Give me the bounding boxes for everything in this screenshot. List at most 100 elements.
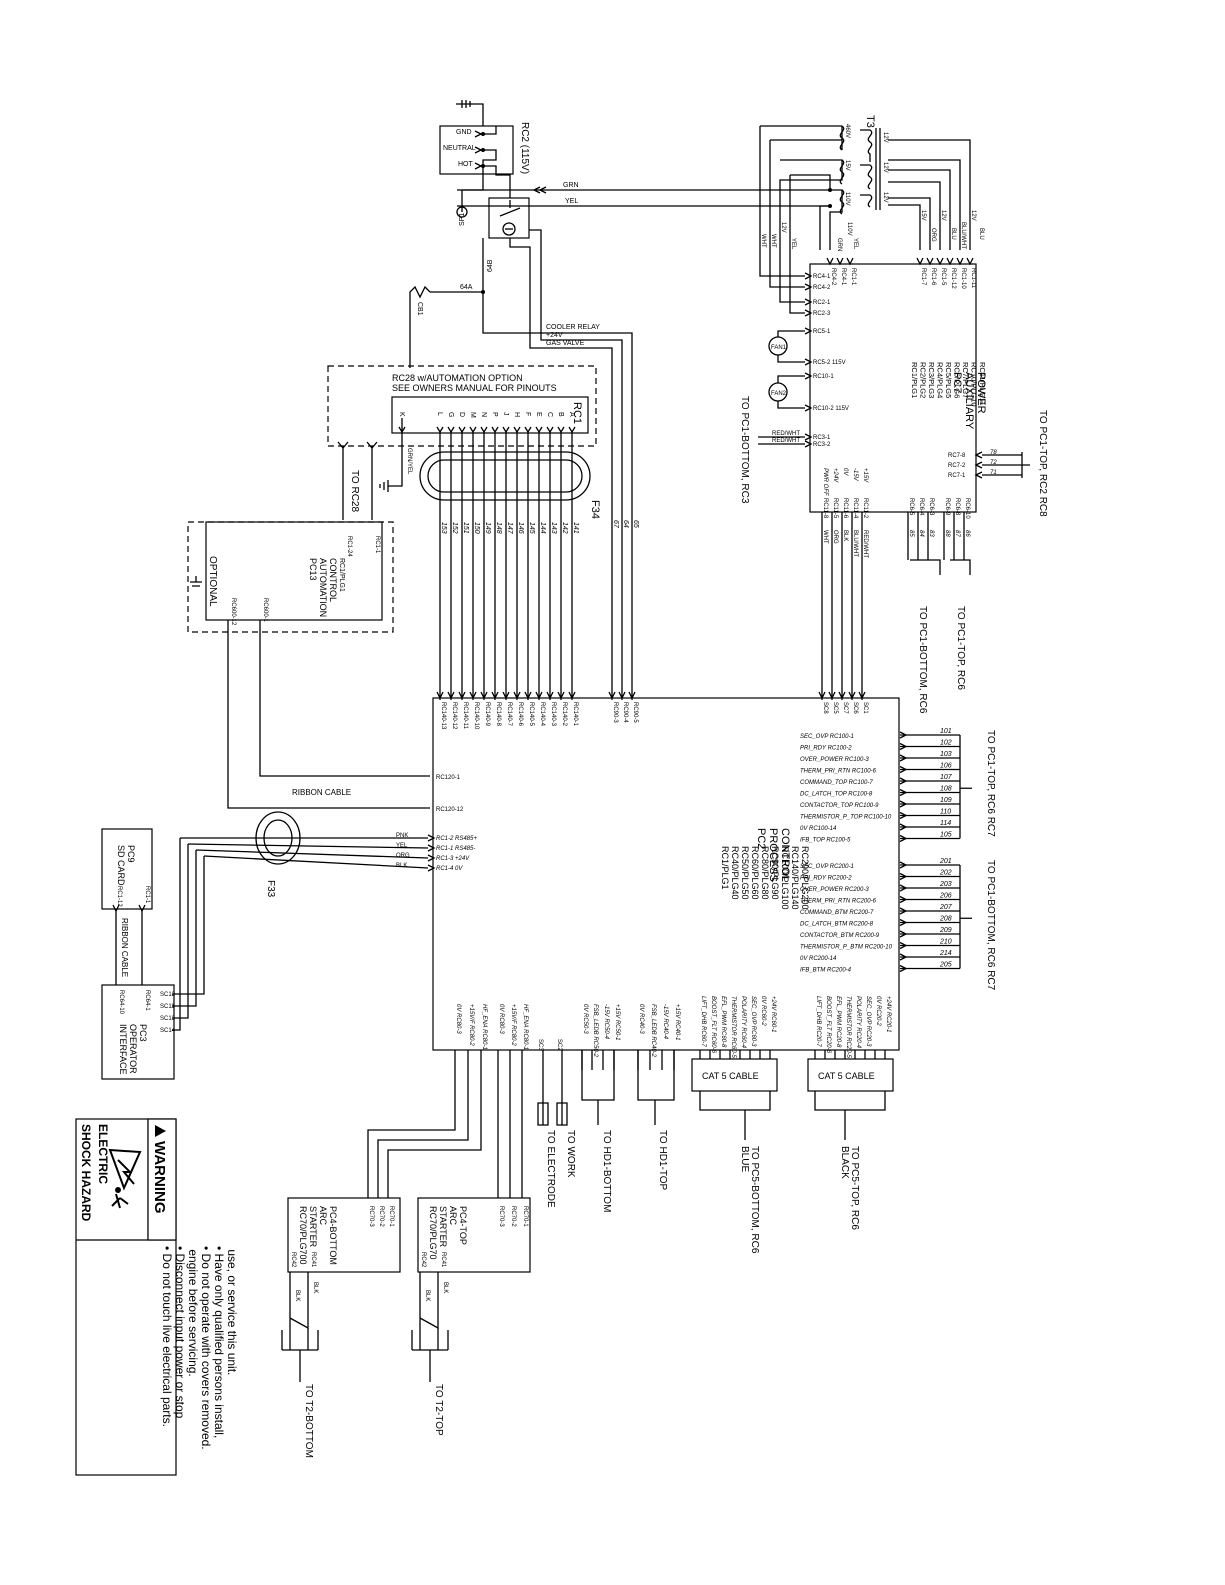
pc2-plug: RC200/PLG200	[800, 846, 810, 910]
pc2-bottom-pin: 0V RC60-2	[760, 996, 766, 1026]
pc7-bottom-pin: RC11-8	[822, 498, 828, 519]
pc3-operator-interface: PC3 OPERATOR INTERFACE RC64-10 RC64-1 SC…	[101, 984, 176, 1080]
wire-number: 152	[451, 522, 458, 534]
gas-valve-label: GAS VALVE	[546, 340, 585, 347]
pc7-plug: RC6/PLG6	[953, 362, 962, 398]
warning-label: WARNING ELECTRIC SHOCK HAZARD • Do not t…	[75, 1118, 239, 1476]
pc7-left-pin: RC3-2	[813, 442, 831, 448]
rc28-pin: E	[535, 412, 542, 417]
power-input: RC2 (115V) GND NEUTRAL HOT GRN YEL SP1 6…	[409, 100, 830, 700]
pc2-top-pin: RC140-5	[528, 702, 534, 727]
signal-label: IFB_TOP RC100-5	[800, 838, 851, 844]
pc7-bottom-signal: -15V	[852, 468, 858, 482]
rc28-pin: B	[557, 412, 564, 417]
pc7-bottom-wire: RED/WHT	[862, 530, 868, 558]
cat5-cable-left	[691, 1058, 778, 1092]
wire-number: 214	[939, 950, 952, 957]
pc4t-line2: STARTER	[438, 1206, 448, 1248]
w64b-label: 64B	[487, 259, 494, 272]
pc2-bottom-pin: EFL_PWM RC60-8	[720, 996, 726, 1048]
pc7-bottom-pin: RC6-3	[928, 498, 934, 516]
wire-number: 83	[928, 530, 934, 537]
bottom-connections: CAT 5 CABLE CAT 5 CABLE TO PC5-BOTTOM, R…	[367, 996, 894, 1254]
pin-arrow	[804, 440, 813, 448]
pc4b-wire: BLK	[294, 1290, 300, 1301]
signal-label: CONTACTOR_TOP RC100-9	[800, 803, 879, 809]
pin-arrow	[804, 309, 813, 317]
wire-number: 71	[990, 470, 997, 476]
pc2-top-pin: RC140-6	[517, 702, 523, 727]
pc7-left-pin: RC5-1	[813, 329, 831, 335]
pc7-plug: RC5/PLG5	[944, 362, 953, 398]
pc4b-bottom-pin: RC41	[310, 1252, 316, 1268]
yel-label: YEL	[565, 198, 578, 205]
to-electrode: TO ELECTRODE	[545, 1130, 556, 1208]
pc4t-pin: RC70-1	[522, 1206, 528, 1227]
pc7-bottom-wire: WHT	[822, 530, 828, 544]
cooler-relay-label: COOLER RELAY	[546, 324, 600, 331]
pin-arrow	[846, 257, 854, 266]
blue-label: BLUE	[739, 1146, 750, 1172]
pc7-bottom-pin: RC6-10	[964, 498, 970, 519]
pc2-bottom-pin: 0V RC20-2	[875, 996, 881, 1026]
pc2-top-pin: RC90-3	[612, 702, 618, 723]
pc2-plug: RC50/PLG50	[740, 846, 750, 900]
pc2-bottom-pin: -15V RC50-4	[603, 1004, 609, 1040]
rc28-pin: L	[436, 412, 443, 416]
pin-arrow	[804, 358, 813, 366]
wire-number: 147	[506, 522, 513, 535]
wire-number: 105	[940, 832, 952, 839]
wire-label: BLU	[978, 228, 984, 240]
pc2-bottom-pin: 0V RC50-3	[582, 1004, 588, 1034]
pc2-top-pin: SC7	[842, 702, 848, 714]
signal-label: COMMAND_TOP RC100-7	[800, 780, 873, 786]
pc7-bottom-pin: RC11-6	[842, 498, 848, 519]
pc7-left-pin: RC3-1	[813, 435, 831, 441]
pc2-bottom-pin: LIFT_DHB RC20-7	[815, 996, 821, 1047]
signal-label: SEC_OVP RC200-1	[800, 864, 854, 870]
pin-arrow	[804, 272, 813, 280]
signal-label: 0V RC100-14	[800, 826, 837, 832]
rc200-to: TO PC1-BOTTOM, RC6 RC7	[985, 860, 996, 991]
pc2-bottom-pin: THERMISTOR RC60-5	[730, 996, 736, 1059]
wire-number: 101	[940, 728, 952, 735]
pc2-top-pin: SC6	[852, 702, 858, 714]
wire-color: PNK	[396, 833, 408, 839]
wire-number: 109	[940, 797, 952, 804]
sc-label: SC14	[160, 1028, 176, 1034]
rc28-pin: K	[398, 412, 405, 417]
signal-label: DC_LATCH_TOP RC100-8	[800, 792, 873, 798]
pin-arrow	[916, 257, 924, 266]
pc4-top-arc-starter: PC4-TOP ARC STARTER RC70/PLG70 RC70-3 RC…	[411, 1197, 531, 1436]
pc7-right-pin: RC7-1	[948, 473, 966, 479]
t3-label: T3	[864, 115, 876, 128]
w64a-label: 64A	[460, 284, 473, 291]
wire-label: YEL	[790, 238, 796, 250]
plus24-label: +24V	[546, 332, 563, 339]
pc4t-bottom-pin: RC42	[420, 1252, 426, 1268]
pin-arrow	[804, 298, 813, 306]
hot-label: HOT	[458, 161, 474, 168]
to-t2-bottom: TO T2-BOTTOM	[303, 1384, 314, 1458]
rc120-1: RC120-1	[436, 775, 461, 781]
rc28-pin: G	[447, 412, 454, 417]
wire-color: YEL	[396, 843, 408, 849]
pc7-bottom-pin: RC6-8	[954, 498, 960, 516]
rc28-pin: C	[546, 412, 553, 417]
pc7-sub2: POWER	[975, 372, 987, 414]
pc13-automation-control: PC13 AUTOMATION CONTROL RC1/PLG1 OPTIONA…	[187, 521, 430, 809]
red-wht-label: RED/WHT	[772, 438, 800, 444]
wire-label: GRN	[836, 238, 842, 251]
pc2-bottom-pin: POLARITY RC20-4	[855, 996, 861, 1049]
wire-number: 210	[939, 939, 952, 946]
pc7-bottom-wire: BLK	[842, 530, 848, 541]
pin-arrow	[804, 433, 813, 441]
pc2-plug: RC140/PLG140	[790, 846, 800, 910]
rc28-pin: A	[568, 412, 575, 417]
rc28-pin: J	[502, 412, 509, 416]
pc7-left-pin: RC5-2 115V	[813, 360, 846, 366]
pc2-top-pin: SC8	[822, 702, 828, 714]
wire-number: 148	[495, 522, 502, 534]
to-rc28: TO RC28	[349, 470, 360, 512]
